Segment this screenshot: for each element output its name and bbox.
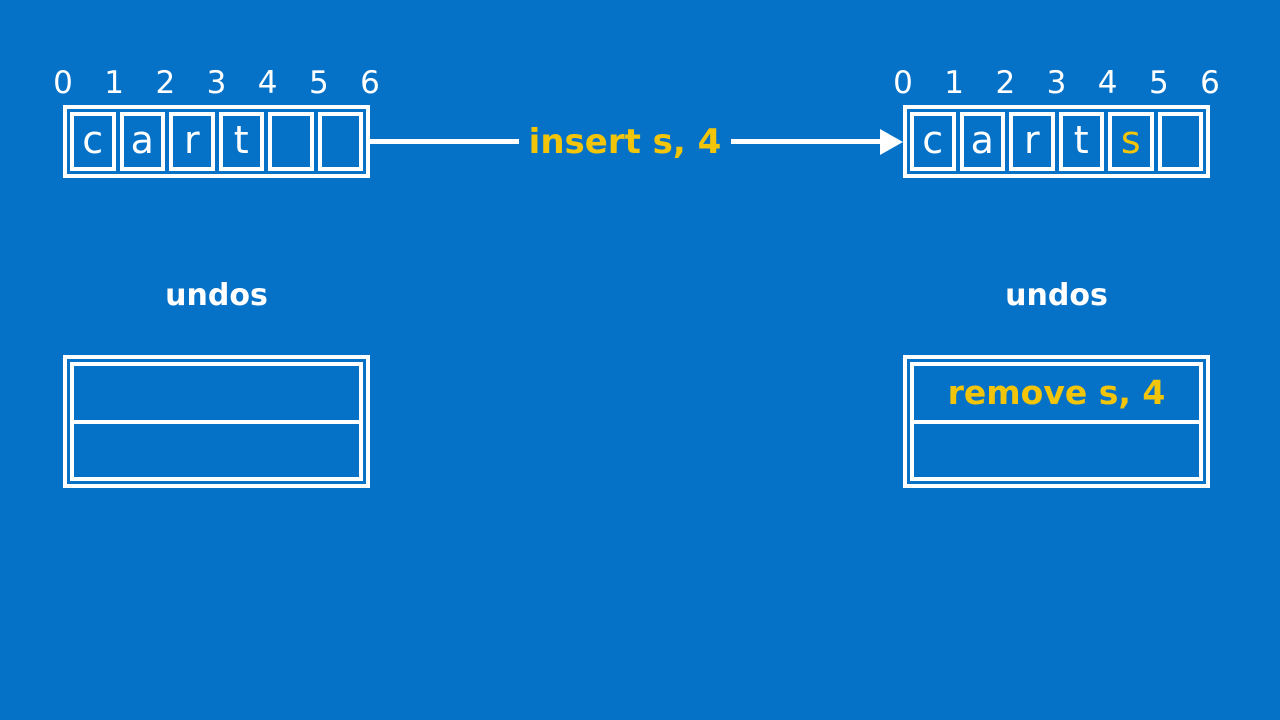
array-cell: t <box>218 112 264 171</box>
undo-stack-frame: remove s, 4 <box>910 362 1203 481</box>
index-label: 0 <box>893 65 913 101</box>
index-label: 5 <box>1148 65 1169 101</box>
index-labels-after: 0 1 2 3 4 5 6 <box>893 65 1220 101</box>
array-cell: r <box>1009 112 1055 171</box>
index-label: 3 <box>206 65 227 101</box>
right-arrow-head-icon <box>880 128 904 155</box>
array-cell: c <box>70 112 116 171</box>
array-cell: t <box>1058 112 1104 171</box>
undo-row <box>914 419 1199 478</box>
operation-arrow: insert s, 4 <box>370 105 904 178</box>
undo-stack-after: remove s, 4 <box>903 355 1210 488</box>
array-cell: r <box>169 112 215 171</box>
index-label: 2 <box>995 65 1016 101</box>
array-after: c a r t s <box>903 105 1210 178</box>
array-cell-empty <box>268 112 314 171</box>
index-label: 3 <box>1046 65 1067 101</box>
arrow-line-right <box>731 139 881 144</box>
undo-stack-frame <box>70 362 363 481</box>
array-cell-highlighted: s <box>1108 112 1154 171</box>
array-cell: a <box>959 112 1005 171</box>
index-label: 2 <box>155 65 176 101</box>
array-before: c a r t <box>63 105 370 178</box>
array-cell: c <box>910 112 956 171</box>
arrow-line-left <box>370 139 519 144</box>
index-label: 0 <box>53 65 73 101</box>
undo-row <box>74 366 359 420</box>
index-label: 6 <box>360 65 380 101</box>
array-cell: a <box>119 112 165 171</box>
index-label: 1 <box>944 65 965 101</box>
undos-title-after: undos <box>1005 278 1108 313</box>
index-label-highlighted: 4 <box>1097 65 1118 101</box>
undos-title-before: undos <box>165 278 268 313</box>
array-cell-empty <box>1157 112 1203 171</box>
array-cell-empty <box>317 112 363 171</box>
undo-stack-before <box>63 355 370 488</box>
undo-row <box>74 419 359 478</box>
index-labels-before: 0 1 2 3 4 5 6 <box>53 65 380 101</box>
undo-row-entry: remove s, 4 <box>947 373 1166 413</box>
index-label: 4 <box>257 65 278 101</box>
index-label: 1 <box>104 65 125 101</box>
index-label: 5 <box>308 65 329 101</box>
index-label: 6 <box>1200 65 1220 101</box>
operation-label: insert s, 4 <box>528 121 722 162</box>
